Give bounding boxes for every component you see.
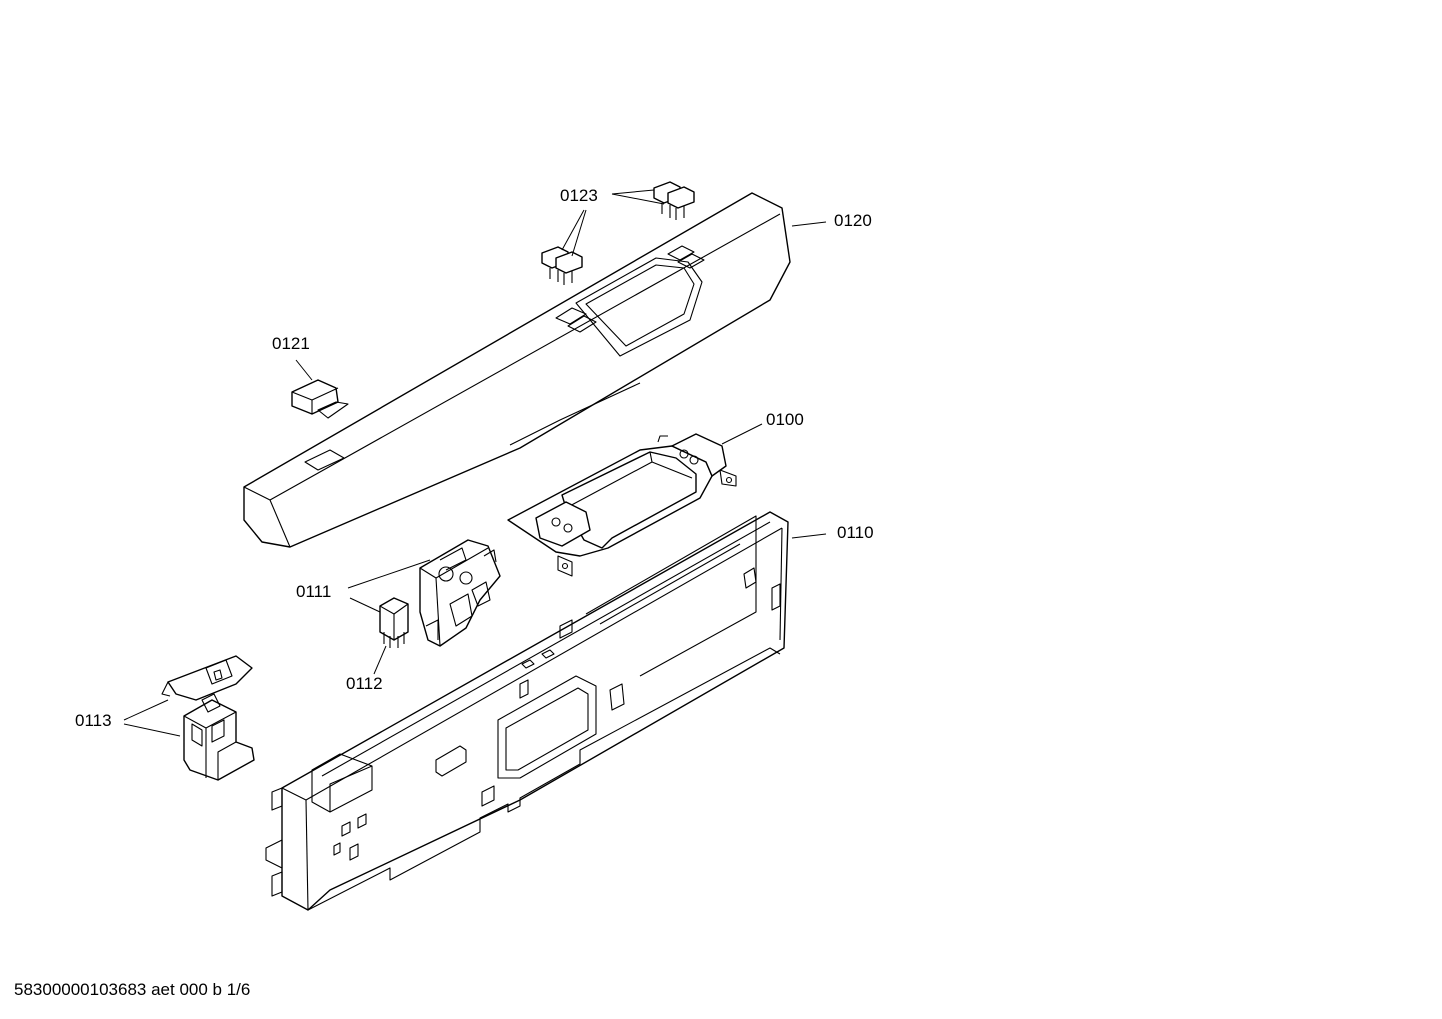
callout-0111: 0111 <box>296 582 331 601</box>
part-0111-switch-block <box>419 539 501 647</box>
part-0123-buttons-upper <box>653 181 695 220</box>
part-0112-relay <box>379 597 409 648</box>
callout-0113: 0113 <box>75 711 112 730</box>
document-footer-id: 58300000103683 aet 000 b 1/6 <box>14 980 251 999</box>
part-0110-housing-frame <box>265 511 789 911</box>
part-0123-buttons-lower <box>541 246 583 285</box>
callout-0110: 0110 <box>837 523 874 542</box>
callout-0123: 0123 <box>560 186 598 205</box>
part-0120-fascia-panel <box>243 192 791 548</box>
callout-0121: 0121 <box>272 334 310 353</box>
part-0113-selector-bracket <box>161 655 253 701</box>
part-0121-clip <box>291 379 349 419</box>
callout-0112: 0112 <box>346 674 383 693</box>
callout-0120: 0120 <box>834 211 872 230</box>
part-0113-selector-switch <box>183 693 255 781</box>
callout-0100: 0100 <box>766 410 804 429</box>
part-0100-electronic-module <box>507 433 737 577</box>
leader-lines <box>123 189 827 737</box>
